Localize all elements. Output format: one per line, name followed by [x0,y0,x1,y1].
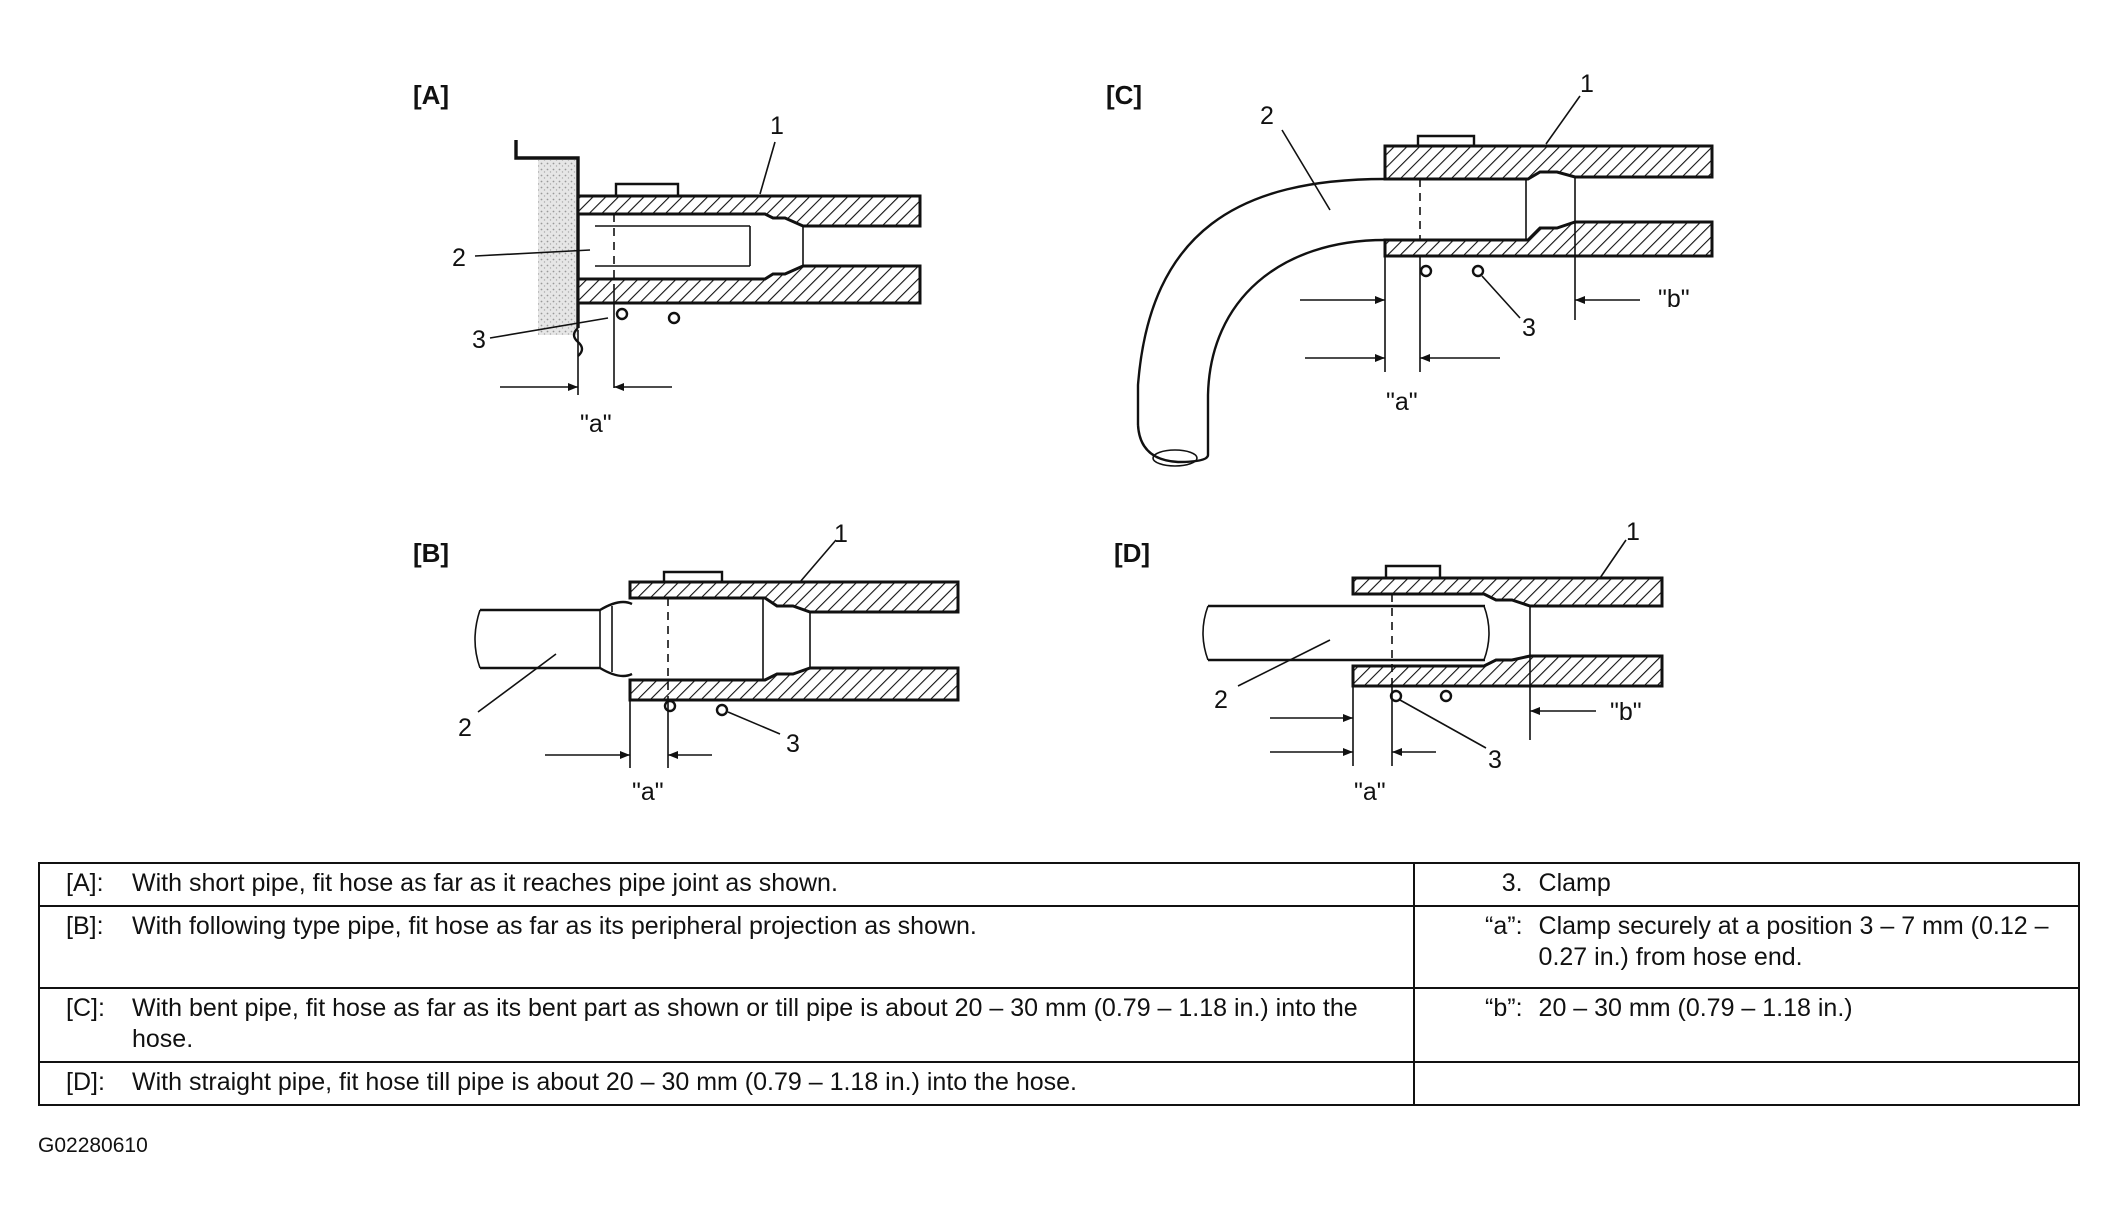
dimension-b: "b" [1300,285,1690,313]
dimension-a: "a" [1305,354,1500,416]
clamp-screw [1471,264,1485,278]
clamp-screw [667,311,681,325]
legend-key: 3. [1501,869,1523,897]
legend-text: With straight pipe, fit hose till pipe i… [132,1068,1077,1096]
panel-d-label: [D] [1114,538,1150,568]
legend-cell: [A]: With short pipe, fit hose as far as… [38,862,1415,907]
legend-text: With bent pipe, fit hose as far as its b… [132,994,1358,1053]
callout-2: 2 [1214,686,1228,714]
svg-text:"a": "a" [1354,778,1386,806]
legend-cell [1412,1061,2081,1106]
clamp-band [662,570,724,582]
clamp-screw [615,307,629,321]
legend-key: “b”: [1485,994,1523,1022]
callout-1: 1 [834,520,848,548]
callout-1: 1 [1626,518,1640,546]
bent-pipe [1136,177,1386,425]
callout-1: 1 [770,112,784,140]
legend-key: “a”: [1485,912,1523,940]
hose-wall-bottom [576,264,922,305]
legend-row: [A]: With short pipe, fit hose as far as… [38,862,2081,907]
svg-text:"b": "b" [1610,698,1642,726]
hose-wall-top [1351,576,1664,608]
panel-b: [B] "a" 1 2 3 [413,520,960,806]
legend-text: With short pipe, fit hose as far as it r… [132,869,838,897]
callout-2: 2 [452,244,466,272]
dimension-a: "a" [545,751,712,806]
clamp-screw [1419,264,1433,278]
panel-a: [A] "a" 1 2 3 [413,80,922,438]
panel-d: [D] "b" "a" 1 2 3 [1114,518,1664,806]
legend-row: [D]: With straight pipe, fit hose till p… [38,1061,2081,1106]
legend-row: [C]: With bent pipe, fit hose as far as … [38,987,2081,1063]
hose-wall-top [576,194,922,228]
clamp-band [1384,564,1442,578]
legend-key: [A]: [66,869,104,897]
panel-c: [C] "b" "a" 1 2 3 [1106,70,1714,467]
panel-c-label: [C] [1106,80,1142,110]
callout-2: 2 [1260,102,1274,130]
legend-cell: [D]: With straight pipe, fit hose till p… [38,1061,1415,1106]
hose-fitting-diagram: [A] "a" 1 2 3 [C] [413,70,1714,806]
hose-wall-bottom [628,666,960,702]
callout-1: 1 [1580,70,1594,98]
legend-key: [D]: [66,1068,105,1096]
legend-cell: [B]: With following type pipe, fit hose … [38,905,1415,989]
panel-a-label: [A] [413,80,449,110]
callout-3: 3 [472,326,486,354]
legend-text: 20 – 30 mm (0.79 – 1.18 in.) [1538,994,1853,1022]
dimension-a: "a" [1270,748,1436,806]
dimension-b: "b" [1270,698,1642,726]
panel-b-label: [B] [413,538,449,568]
clamp-band [1416,134,1476,146]
pipe-interior [595,225,804,267]
straight-pipe [1208,604,1485,662]
callout-3: 3 [1522,314,1536,342]
legend-key: [B]: [66,912,104,940]
callout-3: 3 [786,730,800,758]
svg-text:"a": "a" [1386,388,1418,416]
legend-text: Clamp securely at a position 3 – 7 mm (0… [1538,912,2049,971]
hose-wall-bottom [1383,220,1714,258]
clamp-screw [1439,689,1453,703]
clamp-screw [663,699,677,713]
svg-text:"a": "a" [632,778,664,806]
clamp-band [614,182,680,196]
legend-row: [B]: With following type pipe, fit hose … [38,905,2081,989]
svg-text:"a": "a" [580,410,612,438]
legend-cell: 3. Clamp [1412,862,2081,907]
callout-3: 3 [1488,746,1502,774]
hose-wall-top [628,580,960,614]
figure-code: G02280610 [38,1134,148,1157]
clamp-screw [715,703,729,717]
pipe [480,600,633,678]
pipe-joint-wall [514,140,584,357]
dimension-a: "a" [500,383,672,438]
legend-text: Clamp [1538,869,1611,897]
callout-2: 2 [458,714,472,742]
svg-text:"b": "b" [1658,285,1690,313]
legend-cell: “b”: 20 – 30 mm (0.79 – 1.18 in.) [1412,987,2081,1063]
legend-table: [A]: With short pipe, fit hose as far as… [38,862,2081,1106]
legend-cell: [C]: With bent pipe, fit hose as far as … [38,987,1415,1063]
clamp-screw [1389,689,1403,703]
legend-key: [C]: [66,994,105,1022]
hose-wall-top [1383,144,1714,181]
legend-cell: “a”: Clamp securely at a position 3 – 7 … [1412,905,2081,989]
legend-text: With following type pipe, fit hose as fa… [132,912,977,940]
